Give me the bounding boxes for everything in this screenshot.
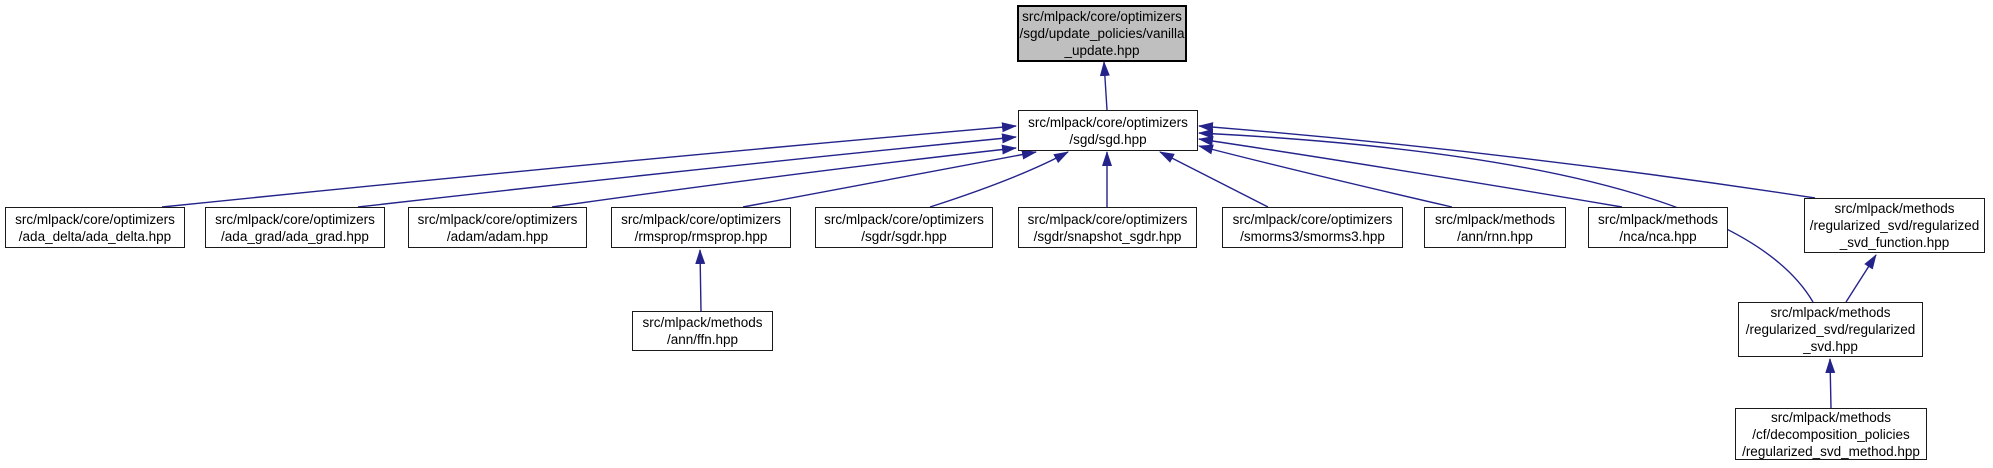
node-label: src/mlpack/methods /cf/decomposition_pol… (1742, 409, 1920, 459)
node-label: src/mlpack/core/optimizers /sgd/sgd.hpp (1028, 114, 1188, 147)
node-label: src/mlpack/core/optimizers /smorms3/smor… (1232, 211, 1393, 244)
edge-regularized_svd_method-to-regularized_svd (1825, 358, 1836, 409)
edge-rmsprop-to-sgd (742, 149, 1037, 208)
edge-regularized_svd-to-regularized_svd_function (1845, 254, 1877, 303)
edge-sgdr-to-sgd (929, 151, 1069, 208)
node-sgdr[interactable]: src/mlpack/core/optimizers /sgdr/sgdr.hp… (815, 207, 993, 248)
node-snapshot_sgdr[interactable]: src/mlpack/core/optimizers /sgdr/snapsho… (1018, 207, 1197, 248)
edge-ada_grad-to-sgd (357, 133, 1017, 208)
node-nca[interactable]: src/mlpack/methods /nca/nca.hpp (1588, 207, 1728, 248)
node-label: src/mlpack/core/optimizers /ada_delta/ad… (15, 211, 175, 244)
edge-smorms3-to-sgd (1159, 151, 1269, 208)
node-label: src/mlpack/core/optimizers /adam/adam.hp… (417, 211, 578, 244)
edge-nca-to-sgd (1198, 136, 1623, 208)
edge-regularized_svd_function-to-sgd (1198, 122, 1816, 199)
edge-sgd-to-vanilla_update (1099, 61, 1110, 111)
node-smorms3[interactable]: src/mlpack/core/optimizers /smorms3/smor… (1222, 207, 1403, 248)
node-adam[interactable]: src/mlpack/core/optimizers /adam/adam.hp… (408, 207, 587, 248)
node-label: src/mlpack/methods /ann/rnn.hpp (1434, 211, 1556, 244)
edge-ffn-to-rmsprop (695, 249, 706, 312)
node-sgd[interactable]: src/mlpack/core/optimizers /sgd/sgd.hpp (1018, 110, 1198, 151)
edge-ada_delta-to-sgd (161, 122, 1017, 208)
node-label: src/mlpack/methods /ann/ffn.hpp (642, 315, 763, 347)
node-label: src/mlpack/methods /regularized_svd/regu… (1745, 305, 1916, 354)
edge-regularized_svd-to-sgd (1198, 128, 1814, 303)
edge-adam-to-sgd (551, 144, 1017, 208)
node-label: src/mlpack/core/optimizers /ada_grad/ada… (215, 211, 375, 244)
node-label: src/mlpack/core/optimizers /sgdr/snapsho… (1027, 211, 1188, 244)
edge-rnn-to-sgd (1198, 144, 1453, 208)
node-regularized_svd_method[interactable]: src/mlpack/methods /cf/decomposition_pol… (1735, 408, 1927, 460)
node-ada_delta[interactable]: src/mlpack/core/optimizers /ada_delta/ad… (5, 207, 185, 248)
node-ffn[interactable]: src/mlpack/methods /ann/ffn.hpp (632, 311, 773, 351)
node-label: src/mlpack/methods /regularized_svd/regu… (1809, 201, 1980, 250)
node-ada_grad[interactable]: src/mlpack/core/optimizers /ada_grad/ada… (205, 207, 385, 248)
node-vanilla_update[interactable]: src/mlpack/core/optimizers /sgd/update_p… (1017, 5, 1187, 62)
node-label: src/mlpack/methods /nca/nca.hpp (1597, 211, 1719, 244)
node-label: src/mlpack/core/optimizers /rmsprop/rmsp… (621, 211, 781, 244)
node-rmsprop[interactable]: src/mlpack/core/optimizers /rmsprop/rmsp… (611, 207, 791, 248)
node-rnn[interactable]: src/mlpack/methods /ann/rnn.hpp (1424, 207, 1566, 248)
node-label: src/mlpack/core/optimizers /sgd/update_p… (1019, 9, 1185, 58)
node-regularized_svd[interactable]: src/mlpack/methods /regularized_svd/regu… (1738, 302, 1923, 357)
node-regularized_svd_function[interactable]: src/mlpack/methods /regularized_svd/regu… (1804, 198, 1985, 253)
node-label: src/mlpack/core/optimizers /sgdr/sgdr.hp… (824, 211, 984, 244)
